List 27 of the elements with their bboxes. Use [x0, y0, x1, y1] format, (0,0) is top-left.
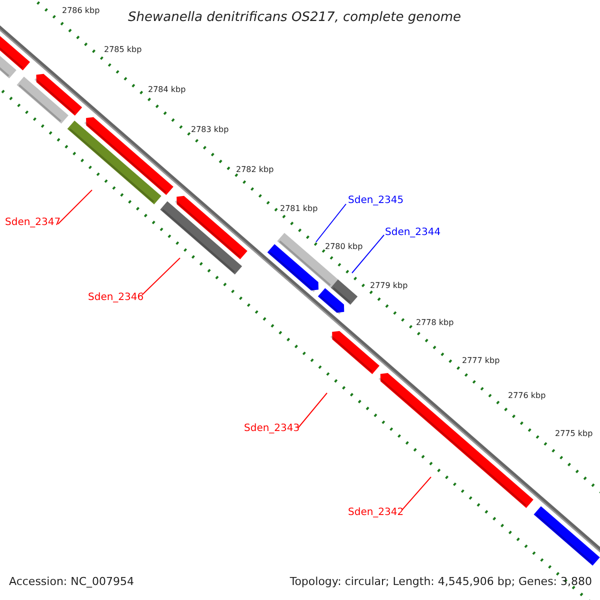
title: Shewanella denitrificans OS217, complete genome — [128, 11, 461, 24]
tick-label: 2784 kbp — [148, 86, 186, 94]
genome-info-text: Topology: circular; Length: 4,545,906 bp; Genes: 3,880 — [290, 576, 592, 587]
tick-label: 2783 kbp — [191, 126, 229, 134]
leader-line — [352, 234, 384, 274]
accession-text: Accession: NC_007954 — [9, 576, 134, 587]
tick-label: 2782 kbp — [236, 166, 274, 174]
tick-label: 2785 kbp — [104, 46, 142, 54]
leader-line — [316, 204, 346, 242]
tick-label: 2776 kbp — [508, 392, 546, 400]
gene-label: Sden_2344 — [385, 228, 441, 238]
leader-line — [402, 476, 432, 510]
leader-line — [58, 190, 92, 224]
leader-line — [142, 258, 180, 296]
tick-label: 2779 kbp — [370, 282, 408, 290]
gene-label: Sden_2345 — [348, 196, 404, 206]
gene-label: Sden_2347 — [5, 218, 61, 228]
tick-label: 2780 kbp — [325, 243, 363, 251]
gene-label: Sden_2342 — [348, 508, 404, 518]
tick-label: 2778 kbp — [416, 319, 454, 327]
gene-label: Sden_2343 — [244, 424, 300, 434]
tick-label: 2786 kbp — [62, 7, 100, 15]
tick-label: 2781 kbp — [280, 205, 318, 213]
gene-label: Sden_2346 — [88, 293, 144, 303]
tick-label: 2777 kbp — [462, 357, 500, 365]
leader-line — [298, 392, 328, 428]
tick-label: 2775 kbp — [555, 430, 593, 438]
